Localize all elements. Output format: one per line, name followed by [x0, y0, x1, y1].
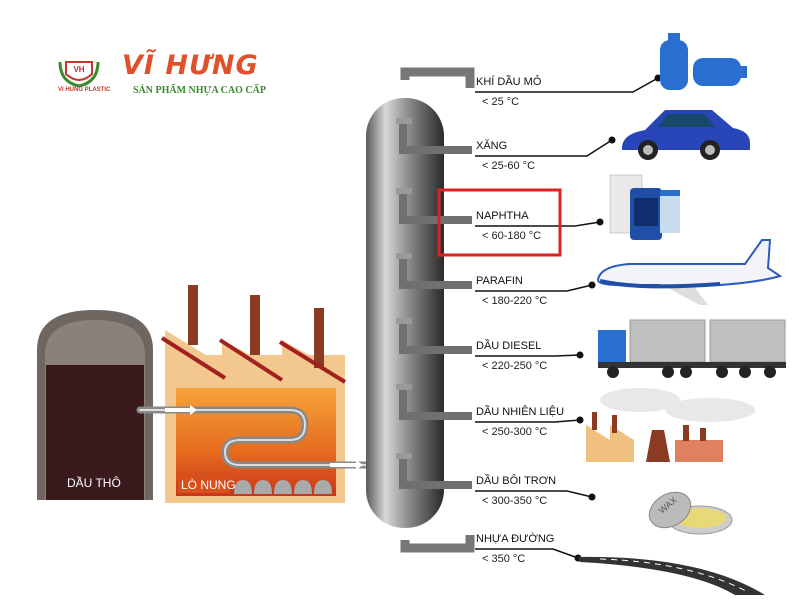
fraction-temperature: < 180-220 °C — [482, 295, 548, 307]
pipe-flange — [396, 318, 412, 324]
leader-dot — [576, 351, 584, 359]
road-icon — [578, 556, 765, 595]
logo-caption: VI HUNG PLASTIC — [58, 87, 111, 93]
side-draw-pipe — [399, 457, 472, 489]
leader-line — [475, 419, 581, 423]
leader-line — [475, 490, 593, 498]
fraction-name: DẦU DIESEL — [476, 340, 542, 352]
leader-line — [475, 139, 613, 157]
leader-line — [475, 284, 593, 292]
leader-dot — [608, 136, 616, 144]
fraction-name: XĂNG — [476, 140, 508, 152]
fraction-temperature: < 25-60 °C — [482, 160, 536, 172]
side-draw-pipe — [399, 388, 472, 420]
leader-line — [475, 548, 579, 559]
car-icon — [622, 110, 750, 160]
highlight-box — [437, 188, 562, 257]
flow-arrows — [165, 405, 363, 470]
chemical-bottles-icon — [609, 174, 680, 240]
side-draw-pipe — [399, 322, 472, 354]
leader-dot — [654, 74, 662, 82]
crude-oil-tank — [37, 310, 153, 500]
pipe-flange — [396, 118, 412, 124]
fraction-name: PARAFIN — [476, 275, 523, 287]
side-pipes — [396, 118, 472, 489]
gas-cylinder-icon — [660, 33, 747, 90]
fraction-name: NHỰA ĐƯỜNG — [476, 533, 555, 545]
factory-icon — [586, 388, 755, 462]
crude-oil-label: DẦU THÔ — [67, 476, 121, 490]
burners — [234, 480, 332, 494]
fraction-name: DẦU BÔI TRƠN — [476, 475, 557, 487]
furnace-building — [160, 285, 347, 503]
fraction-temperature: < 300-350 °C — [482, 495, 548, 507]
feed-pipe — [136, 406, 379, 469]
side-draw-pipe — [399, 257, 472, 289]
brand-tagline: SẢN PHẨM NHỰA CAO CẤP — [133, 85, 266, 96]
truck-icon — [598, 319, 786, 378]
leader-line — [475, 221, 601, 227]
fraction-temperature: < 220-250 °C — [482, 360, 548, 372]
fraction-name: DẦU NHIÊN LIỆU — [476, 406, 565, 418]
pipe-flange — [396, 384, 412, 390]
distillation-column — [366, 67, 475, 553]
fraction-temperature: < 25 °C — [482, 96, 520, 108]
side-draw-pipe — [399, 192, 472, 224]
leader-dot — [588, 493, 596, 501]
airplane-icon — [596, 239, 783, 305]
fraction-name: NAPHTHA — [476, 210, 529, 222]
fraction-temperature: < 250-300 °C — [482, 426, 548, 438]
leader-dot — [588, 281, 596, 289]
leader-dot — [596, 218, 604, 226]
fraction-temperature: < 350 °C — [482, 553, 526, 565]
leader-dot — [576, 416, 584, 424]
pipe-flange — [396, 453, 412, 459]
logo-emblem: VH — [58, 61, 100, 88]
brand-name: VĨ HƯNG — [122, 50, 259, 81]
leader-line — [475, 77, 659, 93]
leader-line — [475, 354, 581, 357]
fraction-temperature: < 60-180 °C — [482, 230, 542, 242]
side-draw-pipe — [399, 122, 472, 154]
svg-text:VH: VH — [73, 65, 84, 74]
furnace-label: LÒ NUNG — [181, 478, 236, 492]
pipe-flange — [396, 253, 412, 259]
leader-lines — [475, 74, 662, 562]
pipe-flange — [396, 188, 412, 194]
wax-tin-icon: WAX — [648, 491, 733, 535]
fraction-name: KHÍ DẦU MỎ — [476, 76, 542, 88]
